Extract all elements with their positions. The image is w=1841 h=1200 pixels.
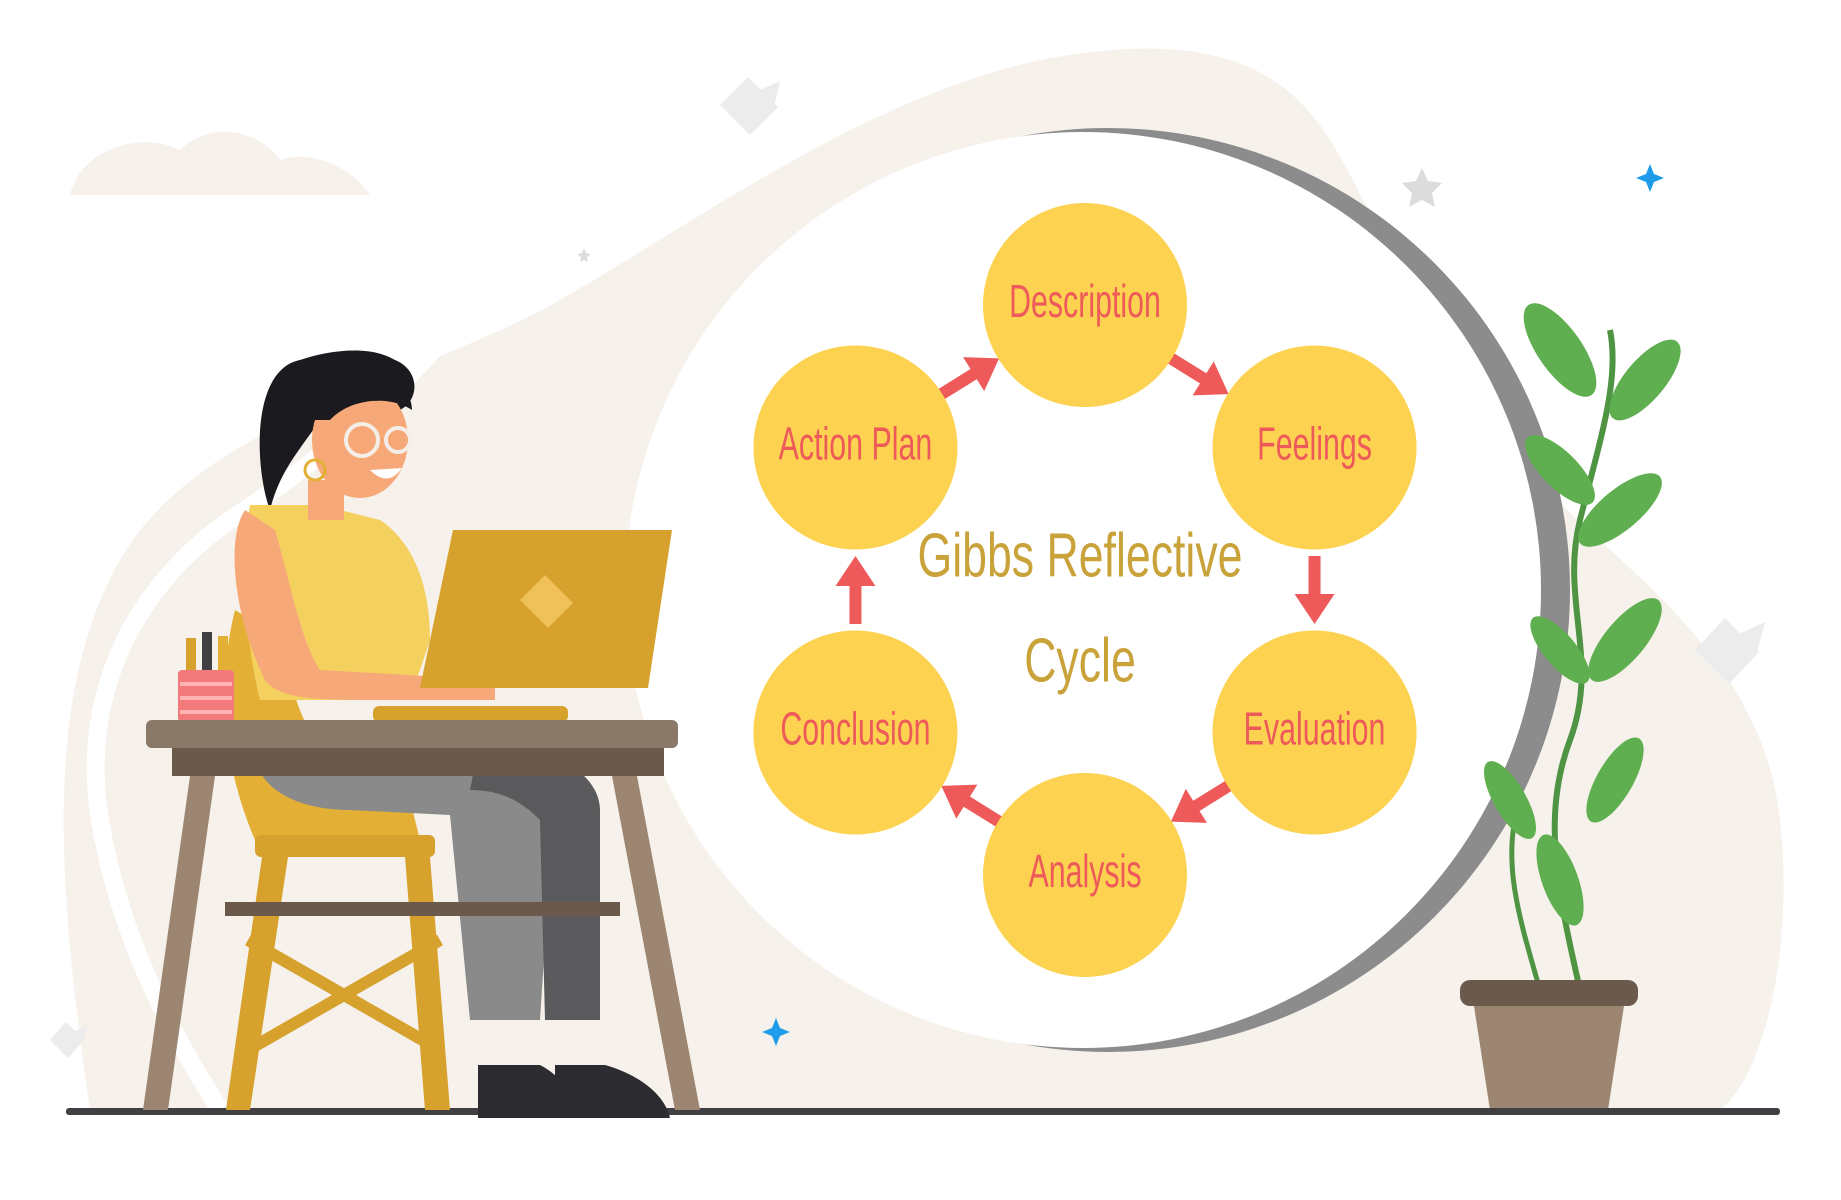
stage-label: Conclusion xyxy=(780,705,930,756)
plant-leaves xyxy=(1484,303,1681,926)
sparkle-icon xyxy=(762,1018,790,1046)
fish-logo-icon xyxy=(520,575,573,628)
stage-label: Analysis xyxy=(1028,847,1141,898)
cycle-arrow-icon xyxy=(1294,556,1335,624)
cycle-stage-conclusion: Conclusion xyxy=(753,630,958,835)
glasses-icon xyxy=(344,422,380,458)
desk-apron xyxy=(172,748,664,776)
desk-bar xyxy=(225,902,620,916)
shoe xyxy=(555,1065,670,1118)
desk-leg xyxy=(143,776,215,1110)
person-at-desk xyxy=(143,350,700,1118)
diagram-title-line2: Cycle xyxy=(1024,626,1136,695)
laptop-base xyxy=(373,706,568,722)
desk-leg xyxy=(612,776,700,1110)
stage-circle xyxy=(983,773,1187,977)
pants-front xyxy=(470,740,600,1020)
earring-icon xyxy=(303,458,327,482)
cycle-stage-action-plan: Action Plan xyxy=(753,345,958,550)
stage-label: Feelings xyxy=(1257,420,1372,471)
stage-label: Evaluation xyxy=(1244,705,1386,756)
cycle-arrow-icon xyxy=(1170,780,1232,823)
diagram-title-line1: Gibbs Reflective xyxy=(918,521,1243,590)
plant-icon xyxy=(1460,303,1681,1110)
stage-circle xyxy=(1212,345,1417,550)
sparkle-icon xyxy=(1636,164,1664,192)
stage-circle xyxy=(753,630,958,835)
glasses-icon xyxy=(384,426,412,454)
background-swoosh xyxy=(86,88,569,1115)
shoe xyxy=(478,1065,575,1118)
cycle-arrow-icon xyxy=(938,357,1000,400)
pot-rim xyxy=(1460,980,1638,1006)
cycle-arrow-icon xyxy=(941,784,1003,827)
cycle-arrow-icon xyxy=(835,556,876,624)
cycle-stage-feelings: Feelings xyxy=(1212,345,1417,550)
fish-logo-icon xyxy=(720,77,780,135)
stage-circle xyxy=(983,203,1187,407)
hair-front xyxy=(311,370,412,420)
floor-line xyxy=(66,1108,1780,1115)
pencil-cup-icon xyxy=(178,632,234,722)
star-icon xyxy=(577,248,591,262)
stage-label: Action Plan xyxy=(779,420,933,471)
pants xyxy=(255,740,556,1020)
star-icon xyxy=(1402,168,1442,207)
stage-circle xyxy=(1212,630,1417,835)
cloud-icon xyxy=(70,131,370,195)
fish-logo-icon xyxy=(1695,618,1765,684)
pot-body xyxy=(1474,1006,1624,1110)
cycle-stage-evaluation: Evaluation xyxy=(1212,630,1417,835)
stage-circle xyxy=(753,345,958,550)
cycle-stage-description: Description xyxy=(983,203,1187,407)
stage-label: Description xyxy=(1009,277,1161,328)
cycle-arrow-icon xyxy=(1167,353,1229,396)
desk-top xyxy=(146,720,678,748)
fish-logo-icon xyxy=(50,1022,88,1058)
cycle-stage-analysis: Analysis xyxy=(983,773,1187,977)
arm xyxy=(234,510,495,700)
smile xyxy=(370,468,402,479)
cycle-arrows xyxy=(835,353,1335,827)
